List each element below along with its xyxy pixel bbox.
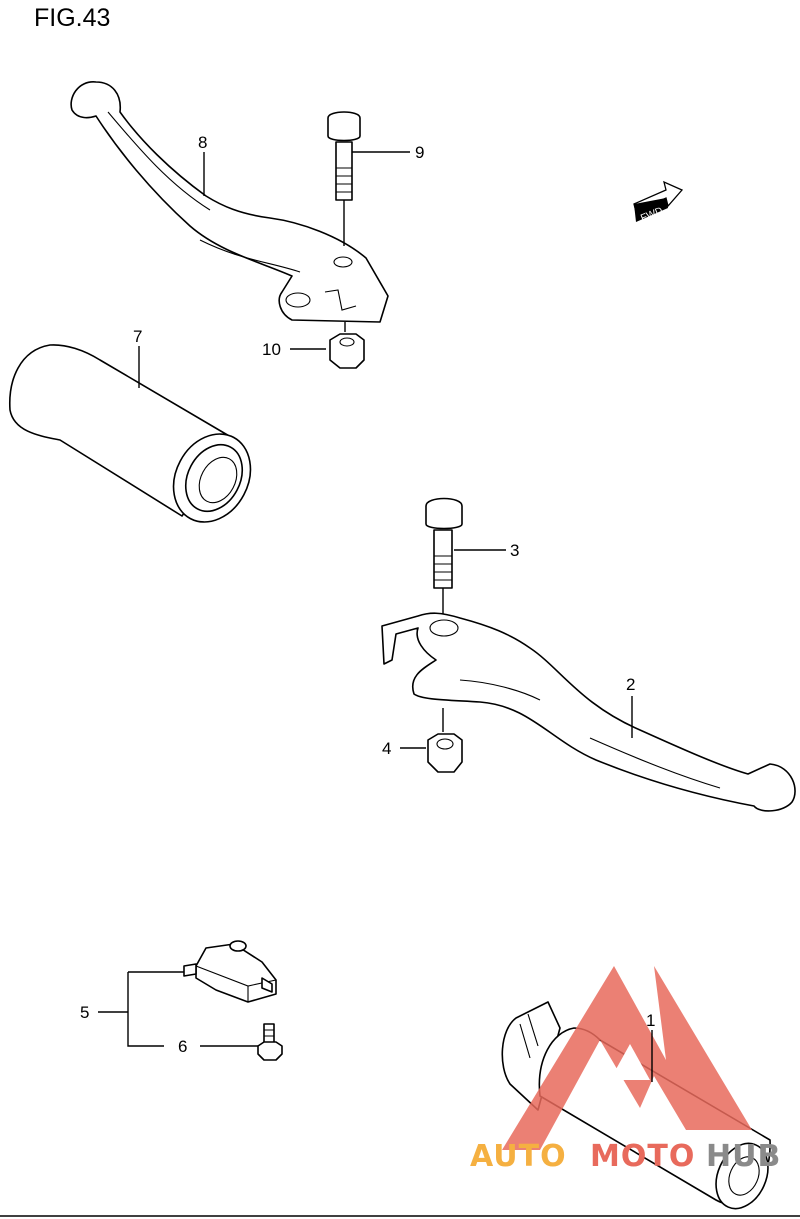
watermark-auto: AUTO [470, 1139, 567, 1174]
watermark-hub: HUB [706, 1139, 781, 1174]
watermark-logo: AUTO MOTO HUB [470, 966, 781, 1174]
callout-1: 1 [646, 1011, 655, 1030]
throttle-grip-part-1 [501, 1001, 771, 1210]
callout-2: 2 [626, 675, 635, 694]
watermark-moto: MOTO [590, 1139, 695, 1174]
grip-part-7 [9, 344, 252, 523]
screw-part-6 [257, 1023, 283, 1061]
lever-part-2 [381, 612, 796, 812]
callout-7: 7 [133, 327, 142, 346]
bolt-part-3 [425, 497, 463, 616]
switch-part-5 [183, 940, 277, 1003]
callout-3: 3 [510, 541, 519, 560]
figure-title: FIG.43 [34, 4, 111, 32]
callout-10: 10 [262, 340, 281, 359]
bolt-part-9 [327, 111, 361, 246]
callout-8: 8 [198, 133, 207, 152]
fwd-arrow-icon: FWD [633, 180, 684, 224]
nut-part-4 [427, 708, 463, 773]
callout-9: 9 [415, 143, 424, 162]
nut-part-10 [329, 322, 365, 369]
callout-4: 4 [382, 739, 391, 758]
callout-6: 6 [178, 1037, 187, 1056]
callout-5: 5 [80, 1003, 89, 1022]
lever-part-8 [70, 81, 389, 323]
leader-lines [98, 151, 653, 1082]
